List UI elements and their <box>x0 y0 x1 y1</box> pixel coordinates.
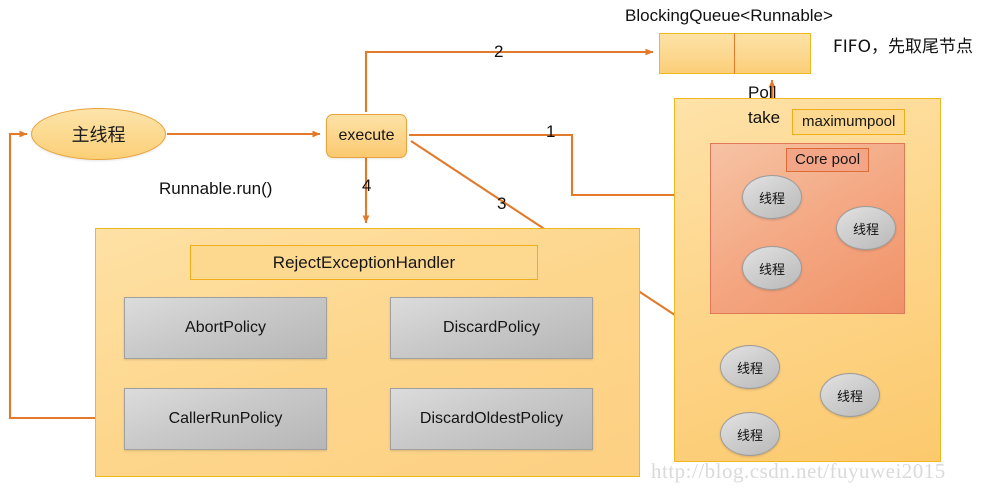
policy-label: CallerRunPolicy <box>168 410 283 427</box>
watermark: http://blog.csdn.net/fuyuwei2015 <box>651 459 946 483</box>
thread-ellipse-core-2[interactable]: 线程 <box>836 206 896 250</box>
blockingqueue-title: BlockingQueue<Runnable> <box>625 6 833 25</box>
maximumpool-tag: maximumpool <box>792 109 906 135</box>
thread-ellipse-max-3[interactable]: 线程 <box>720 412 780 456</box>
thread-label: 线程 <box>852 222 879 238</box>
runnable-run-label: Runnable.run() <box>159 179 273 198</box>
edge-label-2: 2 <box>494 42 504 61</box>
edge-label-1: 1 <box>546 122 556 141</box>
fifo-note: FIFO，先取尾节点 <box>833 37 973 57</box>
execute-box[interactable]: execute <box>326 114 407 158</box>
policy-discard[interactable]: DiscardPolicy <box>390 297 593 359</box>
reject-handler-title: RejectExceptionHandler <box>272 252 456 272</box>
policy-label: DiscardPolicy <box>443 319 540 336</box>
thread-ellipse-max-1[interactable]: 线程 <box>720 345 780 389</box>
corepool-tag: Core pool <box>786 148 870 172</box>
blockingqueue-box[interactable] <box>659 33 811 74</box>
reject-handler-title-box: RejectExceptionHandler <box>190 245 538 280</box>
policy-abort[interactable]: AbortPolicy <box>124 297 327 359</box>
thread-ellipse-max-2[interactable]: 线程 <box>820 373 880 417</box>
policy-label: DiscardOldestPolicy <box>419 410 564 427</box>
edge-label-3: 3 <box>497 194 507 213</box>
policy-label: AbortPolicy <box>185 319 266 336</box>
queue-cell-head <box>659 33 735 74</box>
queue-cell-tail <box>735 33 811 74</box>
thread-label: 线程 <box>736 428 763 444</box>
thread-ellipse-core-3[interactable]: 线程 <box>742 246 802 290</box>
execute-label: execute <box>338 127 395 144</box>
edge-label-4: 4 <box>362 176 372 195</box>
main-thread-label: 主线程 <box>71 125 126 146</box>
main-thread-ellipse[interactable]: 主线程 <box>31 108 166 160</box>
maximumpool-label: maximumpool <box>802 113 896 130</box>
thread-ellipse-core-1[interactable]: 线程 <box>742 175 802 219</box>
corepool-label: Core pool <box>795 151 861 168</box>
thread-label: 线程 <box>758 262 785 278</box>
take-label: take <box>748 108 781 127</box>
edge-2-execute-to-queue <box>364 48 654 112</box>
policy-discardoldest[interactable]: DiscardOldestPolicy <box>390 388 593 450</box>
thread-label: 线程 <box>836 389 863 405</box>
thread-label: 线程 <box>758 191 785 207</box>
thread-label: 线程 <box>736 361 763 377</box>
poll-label: Poll <box>748 83 777 102</box>
policy-callerrun[interactable]: CallerRunPolicy <box>124 388 327 450</box>
